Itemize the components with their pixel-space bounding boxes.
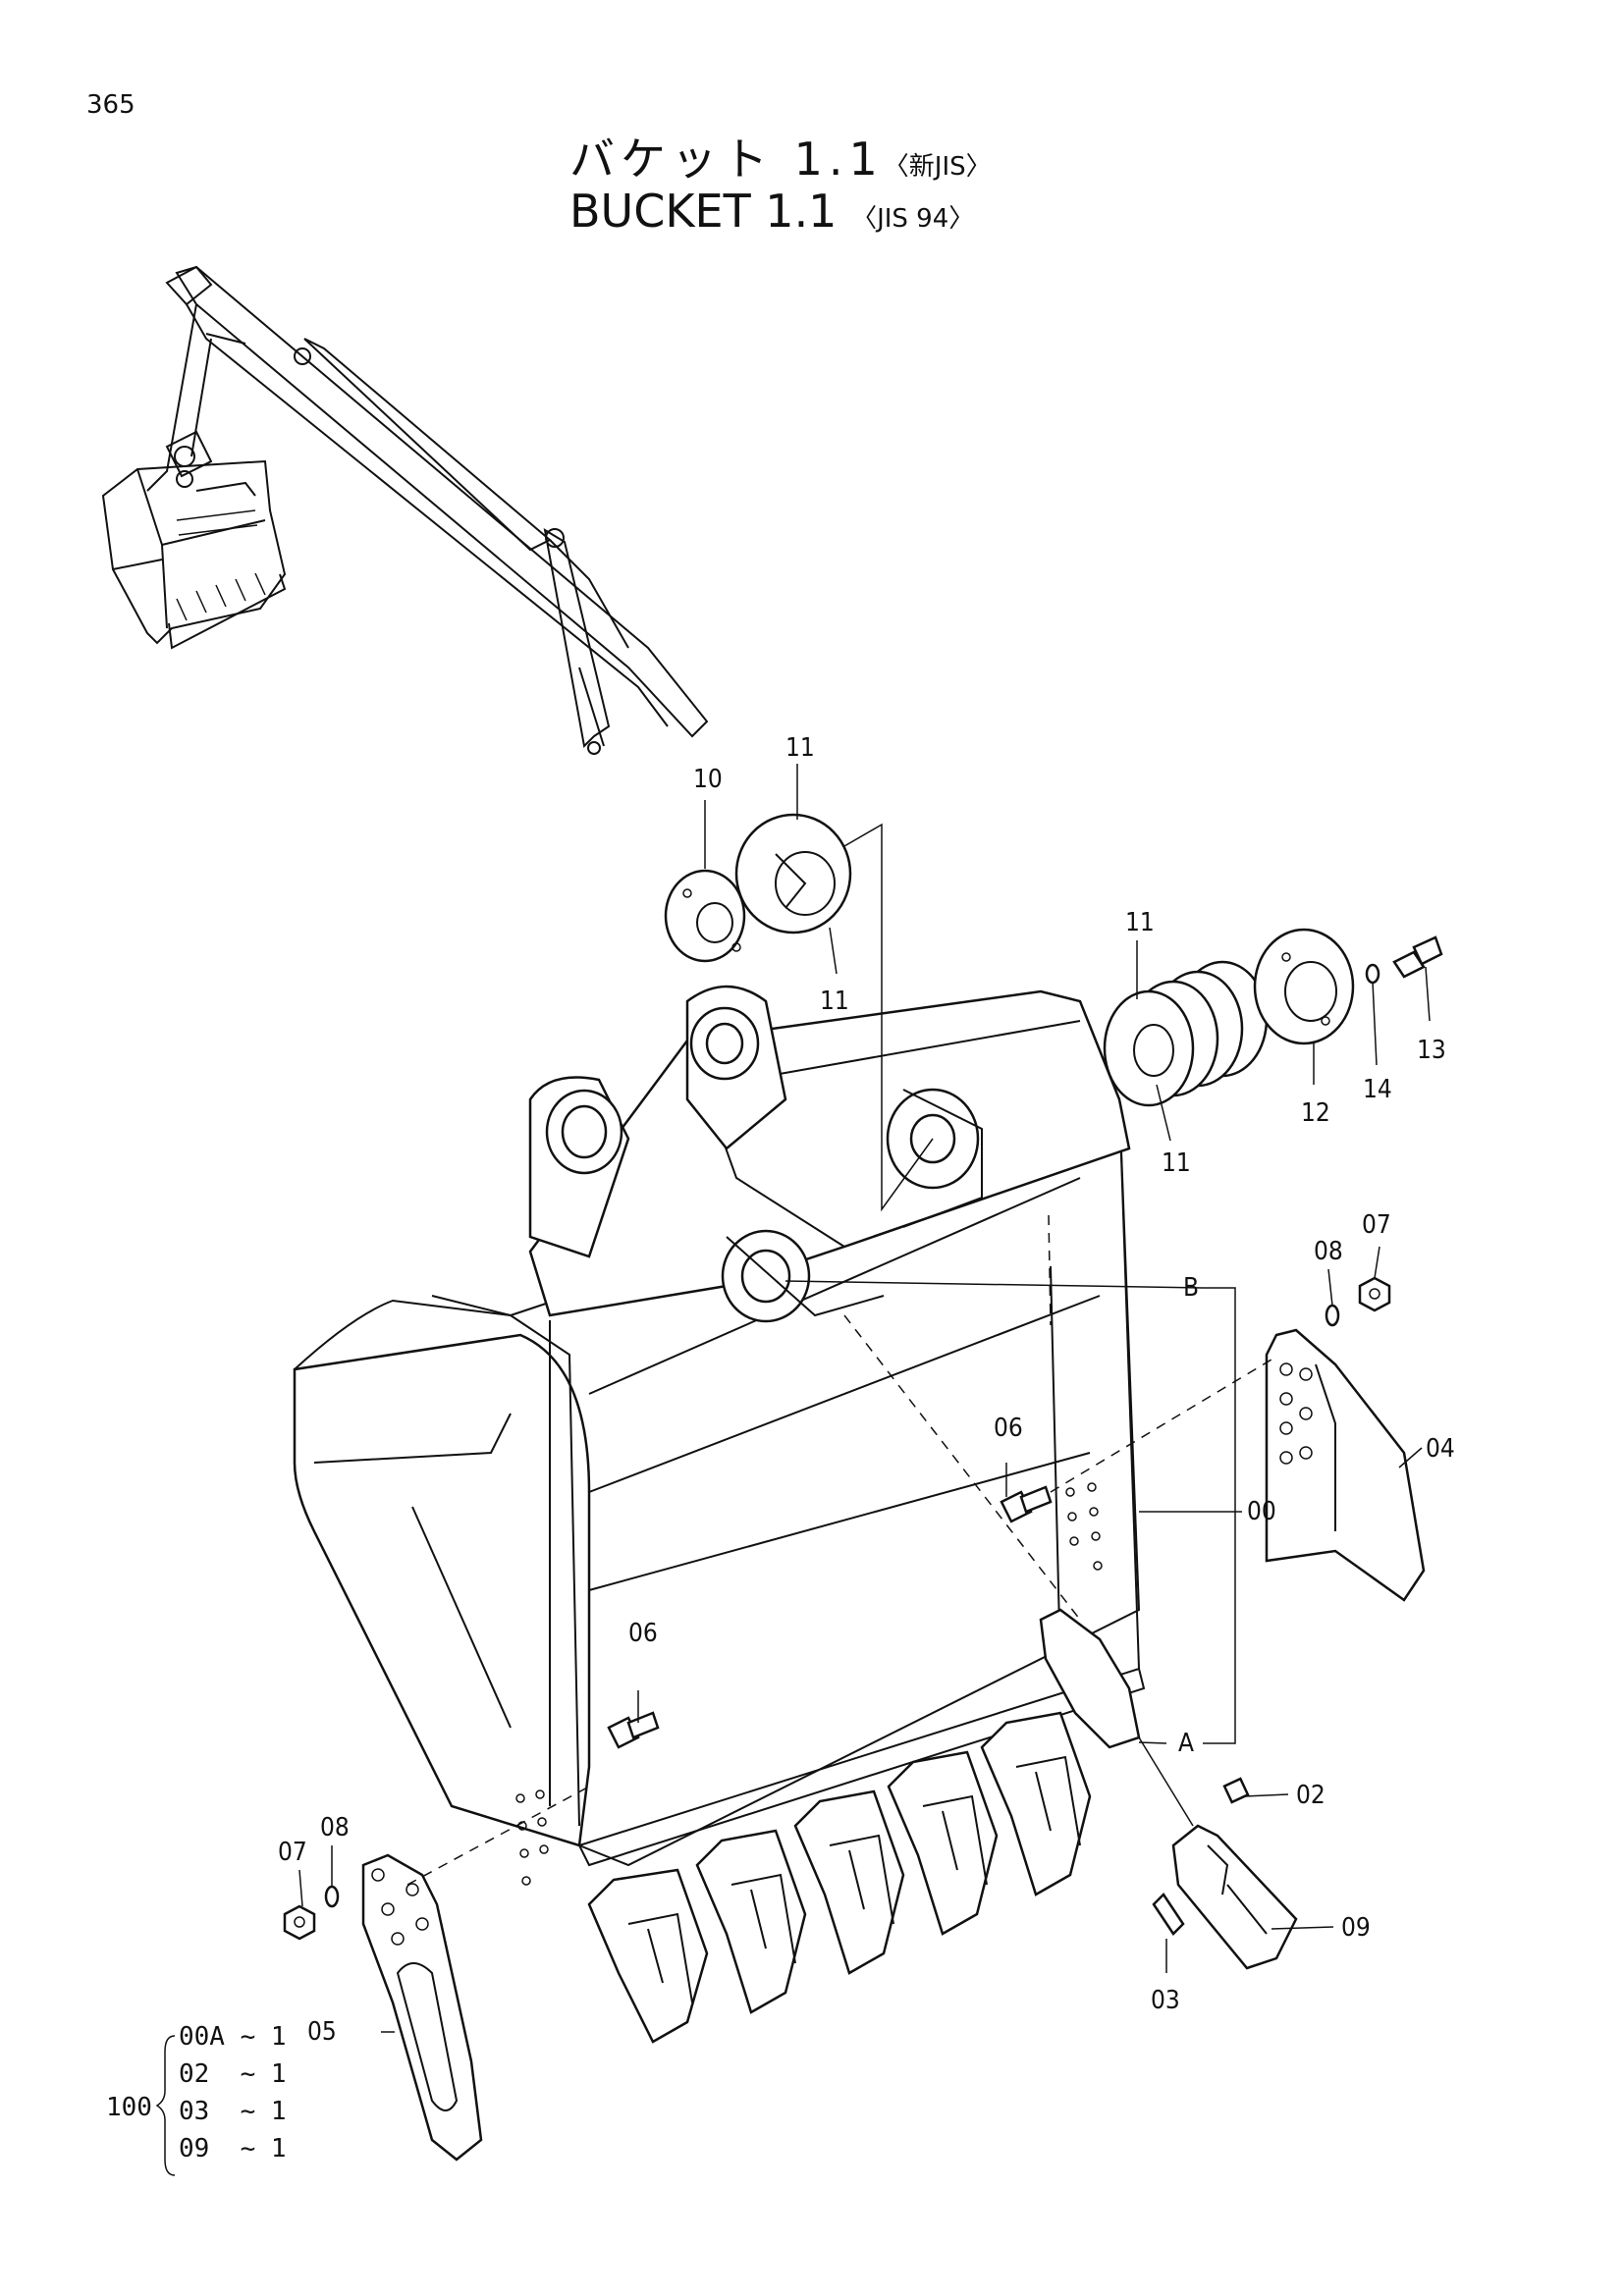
tooth-2 bbox=[695, 1829, 807, 2014]
callout-A: A bbox=[1178, 1729, 1194, 1758]
title-japanese: バケット 1.1〈新JIS〉 bbox=[569, 124, 992, 188]
callout-08-left: 08 bbox=[320, 1813, 350, 1842]
nut-07-left bbox=[283, 1904, 316, 1941]
callout-B: B bbox=[1183, 1273, 1199, 1303]
washer-14 bbox=[1365, 963, 1380, 985]
tooth-5 bbox=[980, 1711, 1092, 1896]
callout-03: 03 bbox=[1151, 1986, 1180, 2015]
kit-row-4: 09 ~ 1 bbox=[179, 2134, 287, 2163]
pin-03-shape bbox=[1152, 1893, 1185, 1936]
tooth-1 bbox=[587, 1868, 709, 2044]
bolt-13 bbox=[1392, 935, 1443, 979]
shim-11-stack bbox=[1103, 960, 1269, 1107]
nut-07-right bbox=[1358, 1276, 1391, 1312]
plate-12 bbox=[1253, 928, 1355, 1045]
washer-08-right bbox=[1325, 1304, 1340, 1327]
title-jp-text: バケット 1.1 bbox=[569, 133, 884, 186]
bolt-06-left bbox=[607, 1711, 660, 1749]
callout-11-top: 11 bbox=[785, 733, 815, 763]
washer-08-left bbox=[324, 1885, 340, 1908]
title-en-standard: 〈JIS 94〉 bbox=[851, 204, 975, 234]
side-cutter-04 bbox=[1265, 1328, 1426, 1602]
kit-number: 100 bbox=[106, 2093, 152, 2122]
callout-07-right: 07 bbox=[1362, 1210, 1391, 1240]
callout-11-right-top: 11 bbox=[1125, 908, 1155, 937]
callout-11-upper-lower: 11 bbox=[820, 987, 849, 1016]
callout-08-right: 08 bbox=[1314, 1237, 1343, 1266]
callout-00: 00 bbox=[1247, 1497, 1276, 1526]
callout-06-left: 06 bbox=[628, 1619, 658, 1648]
tooth-4 bbox=[887, 1750, 999, 1936]
callout-04: 04 bbox=[1426, 1434, 1455, 1464]
title-english: BUCKET 1.1 〈JIS 94〉 bbox=[569, 185, 974, 238]
callout-12: 12 bbox=[1301, 1098, 1330, 1128]
bushing-10 bbox=[664, 869, 746, 963]
callout-09: 09 bbox=[1341, 1913, 1371, 1943]
title-en-text: BUCKET 1.1 bbox=[569, 185, 838, 238]
bolt-06-right bbox=[1000, 1485, 1053, 1523]
title-jp-standard: 〈新JIS〉 bbox=[883, 152, 992, 182]
callout-14: 14 bbox=[1363, 1075, 1392, 1104]
main-bucket-illustration bbox=[293, 985, 1146, 1886]
callout-10: 10 bbox=[693, 765, 723, 794]
page-number: 365 bbox=[86, 90, 135, 120]
callout-labels: 10 11 11 11 11 12 14 13 07 08 04 00 06 0… bbox=[278, 733, 1455, 2047]
tooth-3 bbox=[793, 1789, 905, 1975]
callout-11-right-bottom: 11 bbox=[1162, 1148, 1191, 1178]
callout-05: 05 bbox=[307, 2017, 337, 2047]
kit-row-1: 00A ~ 1 bbox=[179, 2022, 287, 2052]
callout-02: 02 bbox=[1296, 1781, 1325, 1810]
side-cutter-05 bbox=[361, 1853, 483, 2162]
shim-11-upper bbox=[734, 813, 852, 934]
bucket-teeth-illustration bbox=[587, 1608, 1298, 2044]
lock-02-shape bbox=[1222, 1777, 1250, 1804]
kit-row-3: 03 ~ 1 bbox=[179, 2097, 287, 2126]
kit-brace bbox=[155, 2035, 176, 2176]
leader-lines bbox=[298, 764, 1431, 2033]
callout-06-right: 06 bbox=[994, 1414, 1023, 1443]
callout-13: 13 bbox=[1417, 1036, 1446, 1065]
callout-07-left: 07 bbox=[278, 1838, 307, 1867]
kit-row-2: 02 ~ 1 bbox=[179, 2059, 287, 2089]
excavator-attachment-illustration bbox=[101, 265, 709, 755]
tooth-09-exploded bbox=[1171, 1824, 1298, 1970]
